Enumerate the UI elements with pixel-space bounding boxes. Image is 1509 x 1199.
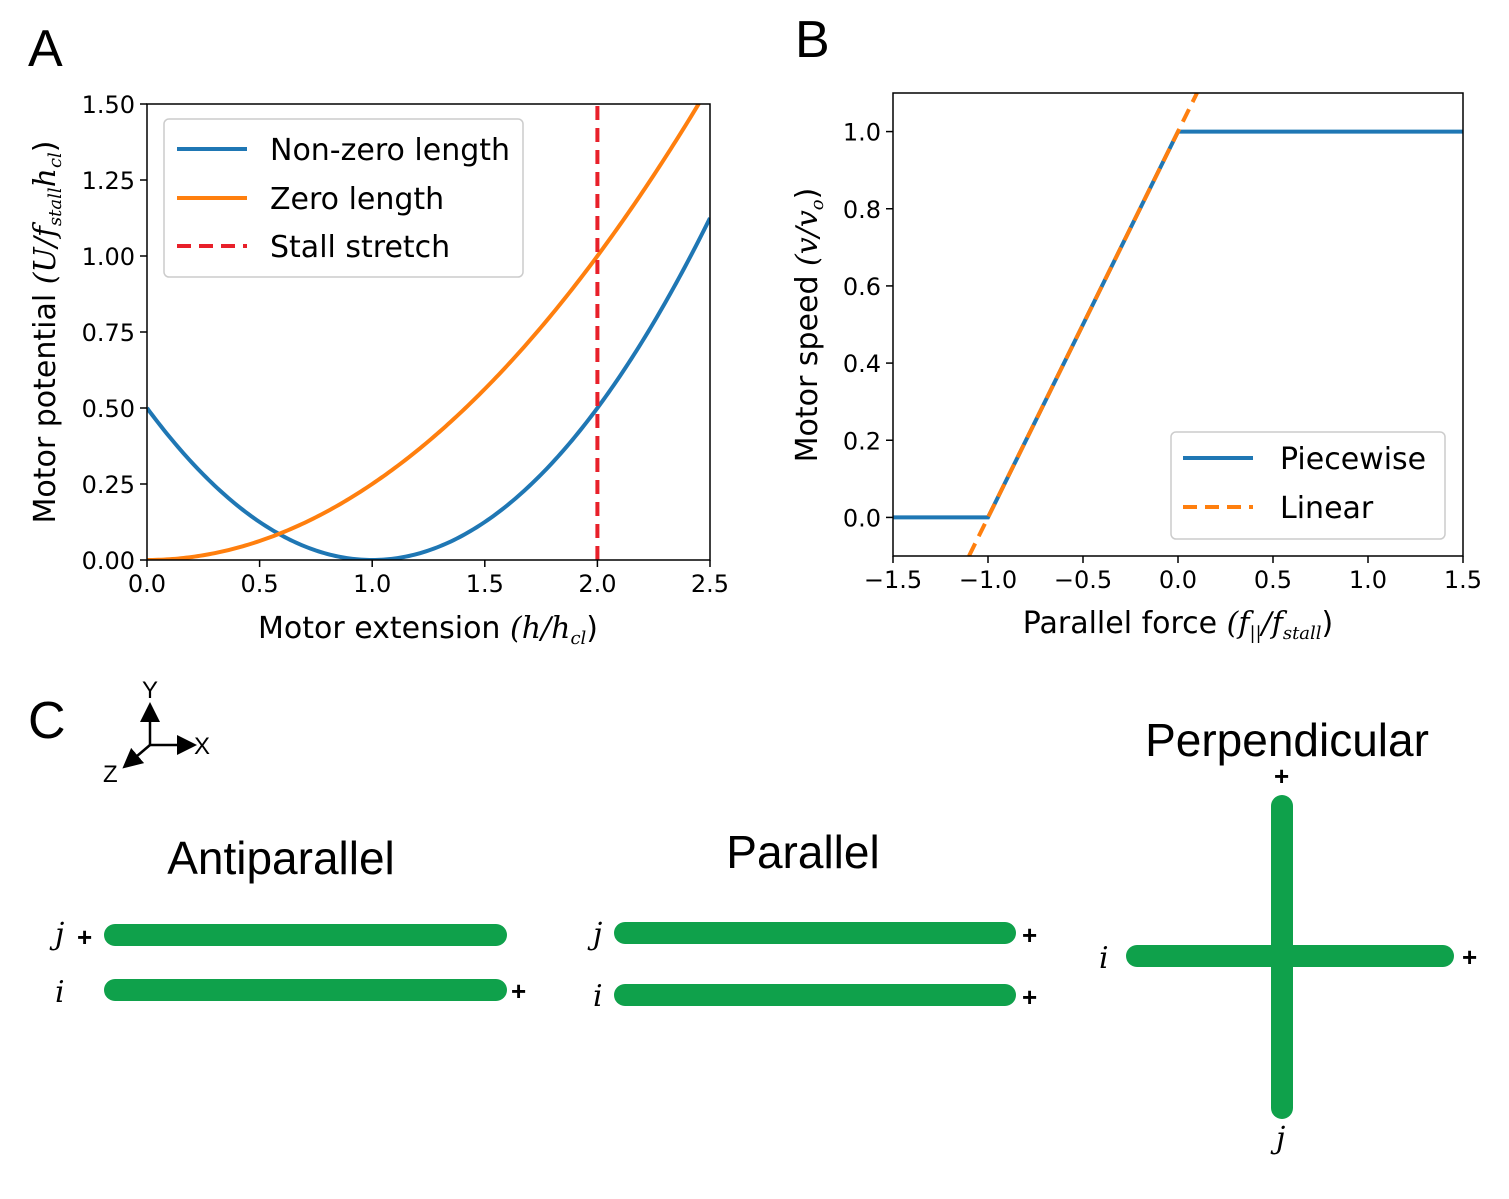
panel-letter-a: A (28, 20, 63, 78)
plus-end-i: + (1022, 982, 1037, 1012)
chart-b-xtick-label: 1.0 (1349, 566, 1387, 594)
chart-b-ytick-label: 0.0 (843, 504, 881, 532)
chart-b-ytick-label: 1.0 (843, 119, 881, 147)
chart-a-ytick-label: 1.25 (82, 167, 135, 195)
plus-end-j: + (77, 922, 92, 952)
perpendicular-title: Perpendicular (1145, 714, 1429, 766)
plus-end-j: + (1274, 761, 1289, 791)
chart-b-ytick-label: 0.6 (843, 273, 881, 301)
chart-b-ytick-label: 0.2 (843, 427, 881, 455)
legend-label-piecewise: Piecewise (1280, 442, 1426, 477)
plus-end-i: + (511, 976, 526, 1006)
chart-a-xtick-label: 1.5 (466, 570, 504, 598)
chart-a-ytick-label: 0.00 (82, 547, 135, 575)
legend-label-linear: Linear (1280, 491, 1374, 526)
panel-letter-c: C (28, 692, 66, 750)
perpendicular-diagram: Perpendicular + j i + (1099, 714, 1477, 1156)
antiparallel-diagram: Antiparallel j + i + (49, 832, 526, 1010)
coordinate-axes: Y X Z (103, 677, 210, 788)
plus-end-j: + (1022, 920, 1037, 950)
label-i: i (55, 975, 65, 1010)
chart-b-ytick-label: 0.4 (843, 350, 881, 378)
label-j: j (49, 917, 64, 952)
chart-b-series (893, 93, 1463, 556)
y-axis-letter: Y (142, 677, 158, 704)
chart-a-ytick-label: 1.00 (82, 243, 135, 271)
chart-b-xtick-label: 1.5 (1444, 566, 1482, 594)
label-j: j (587, 917, 602, 952)
z-axis-letter: Z (103, 761, 118, 788)
chart-a-xtick-label: 2.5 (691, 570, 729, 598)
parallel-title: Parallel (726, 826, 879, 878)
chart-a-series-zero-length (147, 104, 701, 560)
chart-b-ytick-label: 0.8 (843, 196, 881, 224)
chart-a-xtick-label: 1.0 (353, 570, 391, 598)
chart-a-ylabel: Motor potential (U/fstallhcl) (28, 140, 66, 523)
chart-b: −1.5 −1.0 −0.5 0.0 0.5 1.0 1.5 0.0 0.2 0.4 0.6 0.8 1… (790, 92, 1482, 644)
chart-a-series-non-zero-length (147, 217, 710, 560)
label-i: i (593, 979, 603, 1014)
label-j: j (1270, 1121, 1285, 1156)
chart-a-ytick-label: 1.50 (82, 91, 135, 119)
chart-b-series-piecewise (893, 129, 1463, 520)
chart-a-legend: Non-zero length Zero length Stall stretc… (163, 118, 524, 278)
chart-a-legend-box (163, 118, 524, 278)
chart-b-xtick-label: 0.0 (1159, 566, 1197, 594)
chart-b-xtick-label: −1.0 (959, 566, 1017, 594)
legend-label-stall: Stall stretch (270, 230, 450, 265)
chart-a-ytick-label: 0.75 (82, 319, 135, 347)
chart-b-xtick-label: −0.5 (1054, 566, 1112, 594)
chart-b-series-linear (967, 93, 1199, 556)
parallel-diagram: Parallel j + i + (587, 826, 1037, 1014)
chart-a-ytick-label: 0.50 (82, 395, 135, 423)
chart-a-xtick-label: 2.0 (578, 570, 616, 598)
z-axis-arrow (122, 744, 151, 769)
chart-a-xtick-label: 0.5 (241, 570, 279, 598)
chart-a-series (147, 104, 710, 560)
chart-b-xtick-label: 0.5 (1254, 566, 1292, 594)
chart-a-xtick-label: 0.0 (128, 570, 166, 598)
chart-b-legend: Piecewise Linear (1170, 431, 1446, 540)
chart-b-xtick-label: −1.5 (864, 566, 922, 594)
x-axis-letter: X (194, 733, 210, 760)
legend-label-zero: Zero length (270, 182, 444, 217)
antiparallel-title: Antiparallel (167, 832, 395, 884)
label-i: i (1099, 941, 1109, 976)
chart-a: 0.0 0.5 1.0 1.5 2.0 2.5 0.00 0.25 0.50 0.75 1.00 1.… (28, 91, 729, 649)
legend-label-nonzero: Non-zero length (270, 133, 510, 168)
chart-b-ylabel: Motor speed (v/vo) (790, 188, 828, 463)
plus-end-i: + (1462, 942, 1477, 972)
chart-a-xlabel: Motor extension (h/hcl) (258, 611, 598, 649)
chart-b-xlabel: Parallel force (f||/fstall) (1023, 606, 1334, 644)
chart-a-ytick-label: 0.25 (82, 471, 135, 499)
panel-letter-b: B (795, 11, 830, 69)
